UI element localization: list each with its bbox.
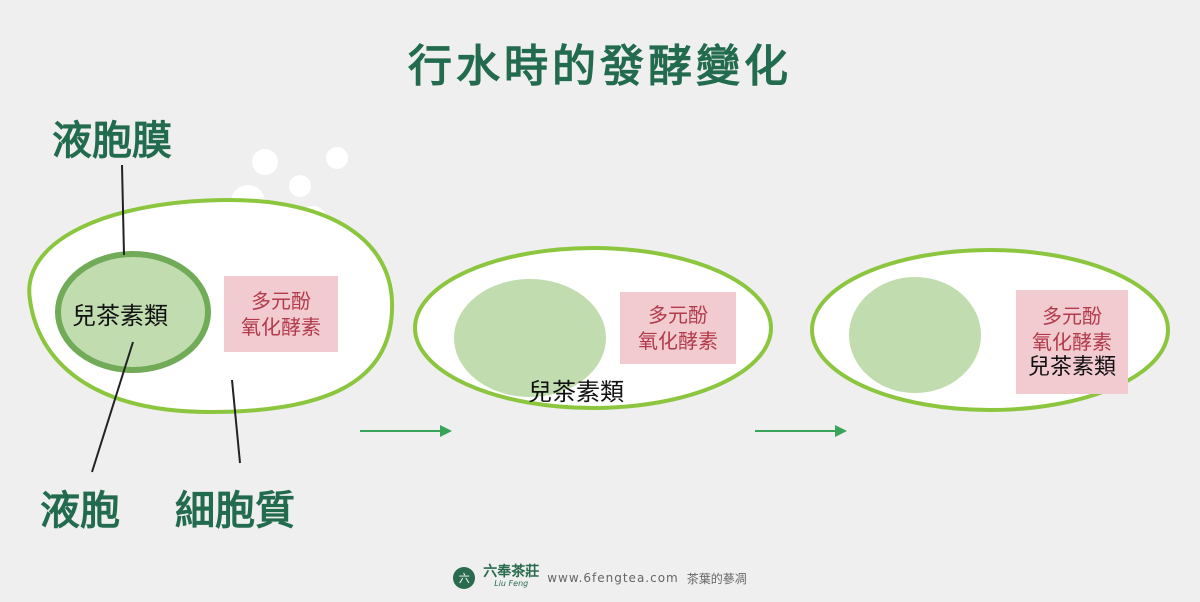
cell-1-enzyme-box: 多元酚 氧化酵素 [224, 276, 338, 352]
page-title: 行水時的發酵變化 [408, 41, 792, 92]
cell-3-box-line: 多元酚 [1042, 304, 1102, 328]
site-url[interactable]: www.6fengtea.com [547, 571, 679, 585]
label-vacuole: 液胞 [40, 487, 120, 534]
cell-2-catechins-label: 兒茶素類 [528, 378, 624, 406]
pointer-line-membrane [121, 164, 125, 256]
cell-1-box-line: 氧化酵素 [241, 315, 321, 339]
arrow-1 [360, 425, 452, 437]
cell-1-catechins-label: 兒茶素類 [72, 302, 168, 330]
pointer-line-vacuole [91, 341, 134, 473]
cell-2-box-line: 氧化酵素 [638, 329, 718, 353]
cell-1-box-line: 多元酚 [251, 289, 311, 313]
cell-3-vacuole [849, 277, 981, 393]
bubble [326, 147, 348, 169]
cell-1-vacuole [55, 251, 211, 373]
cell-2-box-line: 多元酚 [648, 303, 708, 327]
footer-tagline: 茶葉的蔘凋 [686, 571, 747, 586]
pointer-line-cytoplasm [231, 379, 241, 464]
arrow-2 [755, 425, 847, 437]
cell-3-catechins-label: 兒茶素類 [1027, 355, 1116, 380]
footer: 六 六奉茶莊 Liu Feng www.6fengtea.com 茶葉的蔘凋 [0, 564, 1200, 590]
brand-block: 六奉茶莊 Liu Feng [483, 564, 540, 590]
brand-subtitle: Liu Feng [494, 579, 529, 588]
cell-3-box-line: 氧化酵素 [1032, 330, 1112, 354]
cell-2-enzyme-box: 多元酚 氧化酵素 [620, 292, 736, 364]
bubble [252, 149, 278, 175]
cell-3-enzyme-box: 多元酚 氧化酵素 兒茶素類 [1016, 290, 1128, 394]
brand-logo-icon: 六 [453, 567, 476, 589]
brand-name: 六奉茶莊 [483, 564, 540, 580]
bubble [289, 175, 311, 197]
cell-2-vacuole [454, 279, 606, 397]
label-cytoplasm: 細胞質 [175, 487, 295, 534]
label-vacuole-membrane: 液胞膜 [52, 117, 172, 164]
